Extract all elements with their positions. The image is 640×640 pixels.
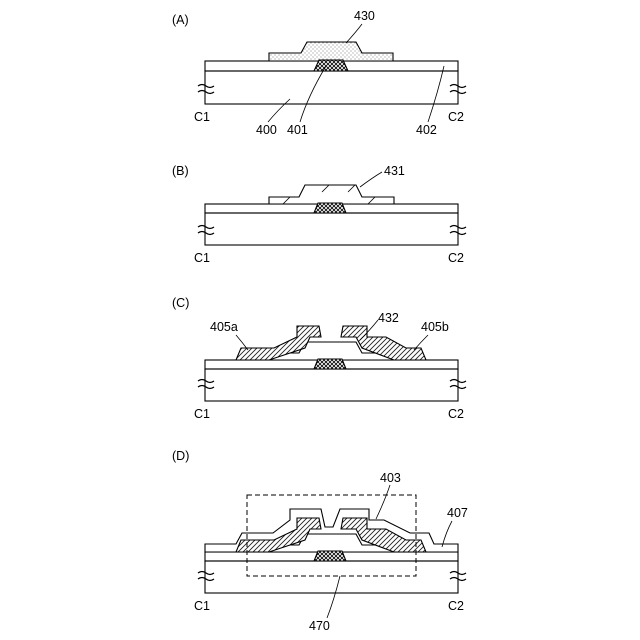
break-mark-left [198,572,214,581]
leader-400 [268,99,290,122]
label-402: 402 [416,123,437,137]
leader-470 [327,576,340,618]
gate-electrode [314,203,346,213]
leader-431 [360,172,382,187]
leader-401 [300,66,326,122]
label-c2: C2 [448,599,464,613]
break-mark-left [198,226,214,235]
label-405b: 405b [421,320,449,334]
panel-b: (B) C1 C2 431 [172,164,466,265]
leader-403 [376,485,390,519]
substrate [205,213,458,245]
gate-electrode [314,359,346,369]
gate-electrode-401 [314,60,348,71]
label-c1: C1 [194,110,210,124]
label-470: 470 [309,619,330,633]
leader-430 [346,24,362,43]
label-c1: C1 [194,407,210,421]
gate-electrode [314,551,346,561]
panel-b-tag: (B) [172,164,189,178]
leader-402 [428,66,444,122]
label-405a: 405a [210,320,238,334]
label-403: 403 [380,471,401,485]
label-c1: C1 [194,251,210,265]
label-432: 432 [378,311,399,325]
oxide-film-430 [269,42,393,61]
substrate-400 [205,71,458,104]
panel-a-tag: (A) [172,13,189,27]
label-401: 401 [287,123,308,137]
panel-c: (C) C1 C2 405a 432 405b [172,296,466,421]
panel-d-tag: (D) [172,449,189,463]
break-mark-left [198,85,214,94]
crystalline-oxide-film-431 [269,185,394,204]
label-c2: C2 [448,407,464,421]
label-407: 407 [447,506,468,520]
label-400: 400 [256,123,277,137]
label-c2: C2 [448,110,464,124]
panel-a: (A) C1 C2 430 400 401 402 [172,9,466,137]
label-c1: C1 [194,599,210,613]
panel-c-tag: (C) [172,296,189,310]
label-c2: C2 [448,251,464,265]
break-mark-left [198,380,214,389]
label-430: 430 [354,9,375,23]
substrate [205,369,458,401]
substrate [205,561,458,593]
label-431: 431 [384,164,405,178]
leader-407 [442,521,452,547]
panel-d: (D) C1 C2 403 407 470 [172,449,468,633]
